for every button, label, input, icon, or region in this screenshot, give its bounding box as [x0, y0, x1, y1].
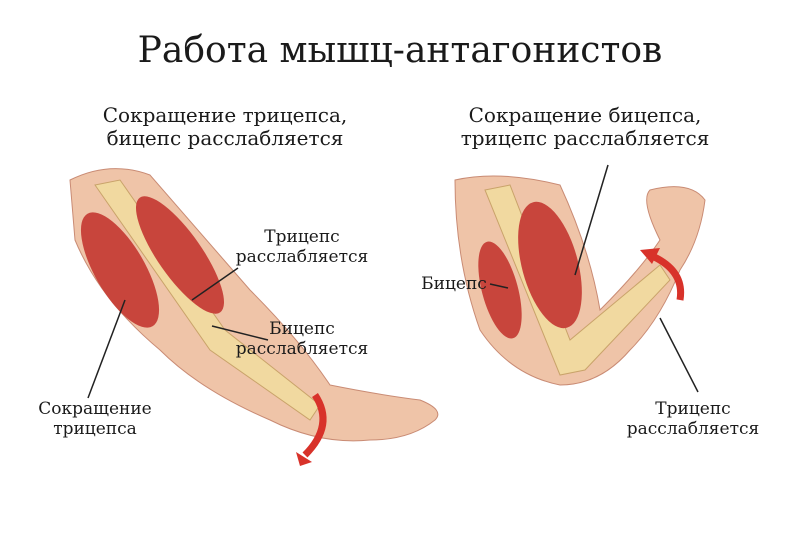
right-heading-line2: трицепс расслабляется [460, 126, 710, 150]
right-arm-flexed [454, 164, 706, 393]
left-heading: Сокращение трицепса, бицепс расслабляетс… [80, 104, 370, 150]
label-line: расслабляется [235, 338, 369, 359]
right-heading-line1: Сокращение бицепса, [468, 103, 702, 127]
label-triceps-relaxed-right: Трицепс расслабляется [618, 399, 768, 439]
right-heading: Сокращение бицепса, трицепс расслабляетс… [440, 104, 730, 150]
label-line: Бицепс [269, 319, 335, 339]
label-line: расслабляется [235, 246, 369, 267]
left-arm-extended [69, 168, 439, 466]
label-triceps-relaxed-left: Трицепс расслабляется [232, 227, 372, 267]
label-biceps-relaxed-left: Бицепс расслабляется [232, 319, 372, 359]
label-line: Сокращение [38, 399, 152, 419]
label-biceps-right: Бицепс [421, 274, 487, 294]
left-heading-line1: Сокращение трицепса, [102, 103, 348, 127]
label-line: Трицепс [264, 227, 340, 247]
label-triceps-contract-left: Сокращение трицепса [30, 399, 160, 439]
label-line: трицепса [53, 418, 137, 439]
rotation-arrow-icon [302, 393, 327, 458]
left-heading-line2: бицепс расслабляется [106, 126, 344, 150]
page-title: Работа мышц-антагонистов [137, 30, 663, 71]
rotation-arrow-icon [648, 251, 685, 301]
label-line: расслабляется [626, 418, 760, 439]
label-line: Трицепс [655, 399, 731, 419]
